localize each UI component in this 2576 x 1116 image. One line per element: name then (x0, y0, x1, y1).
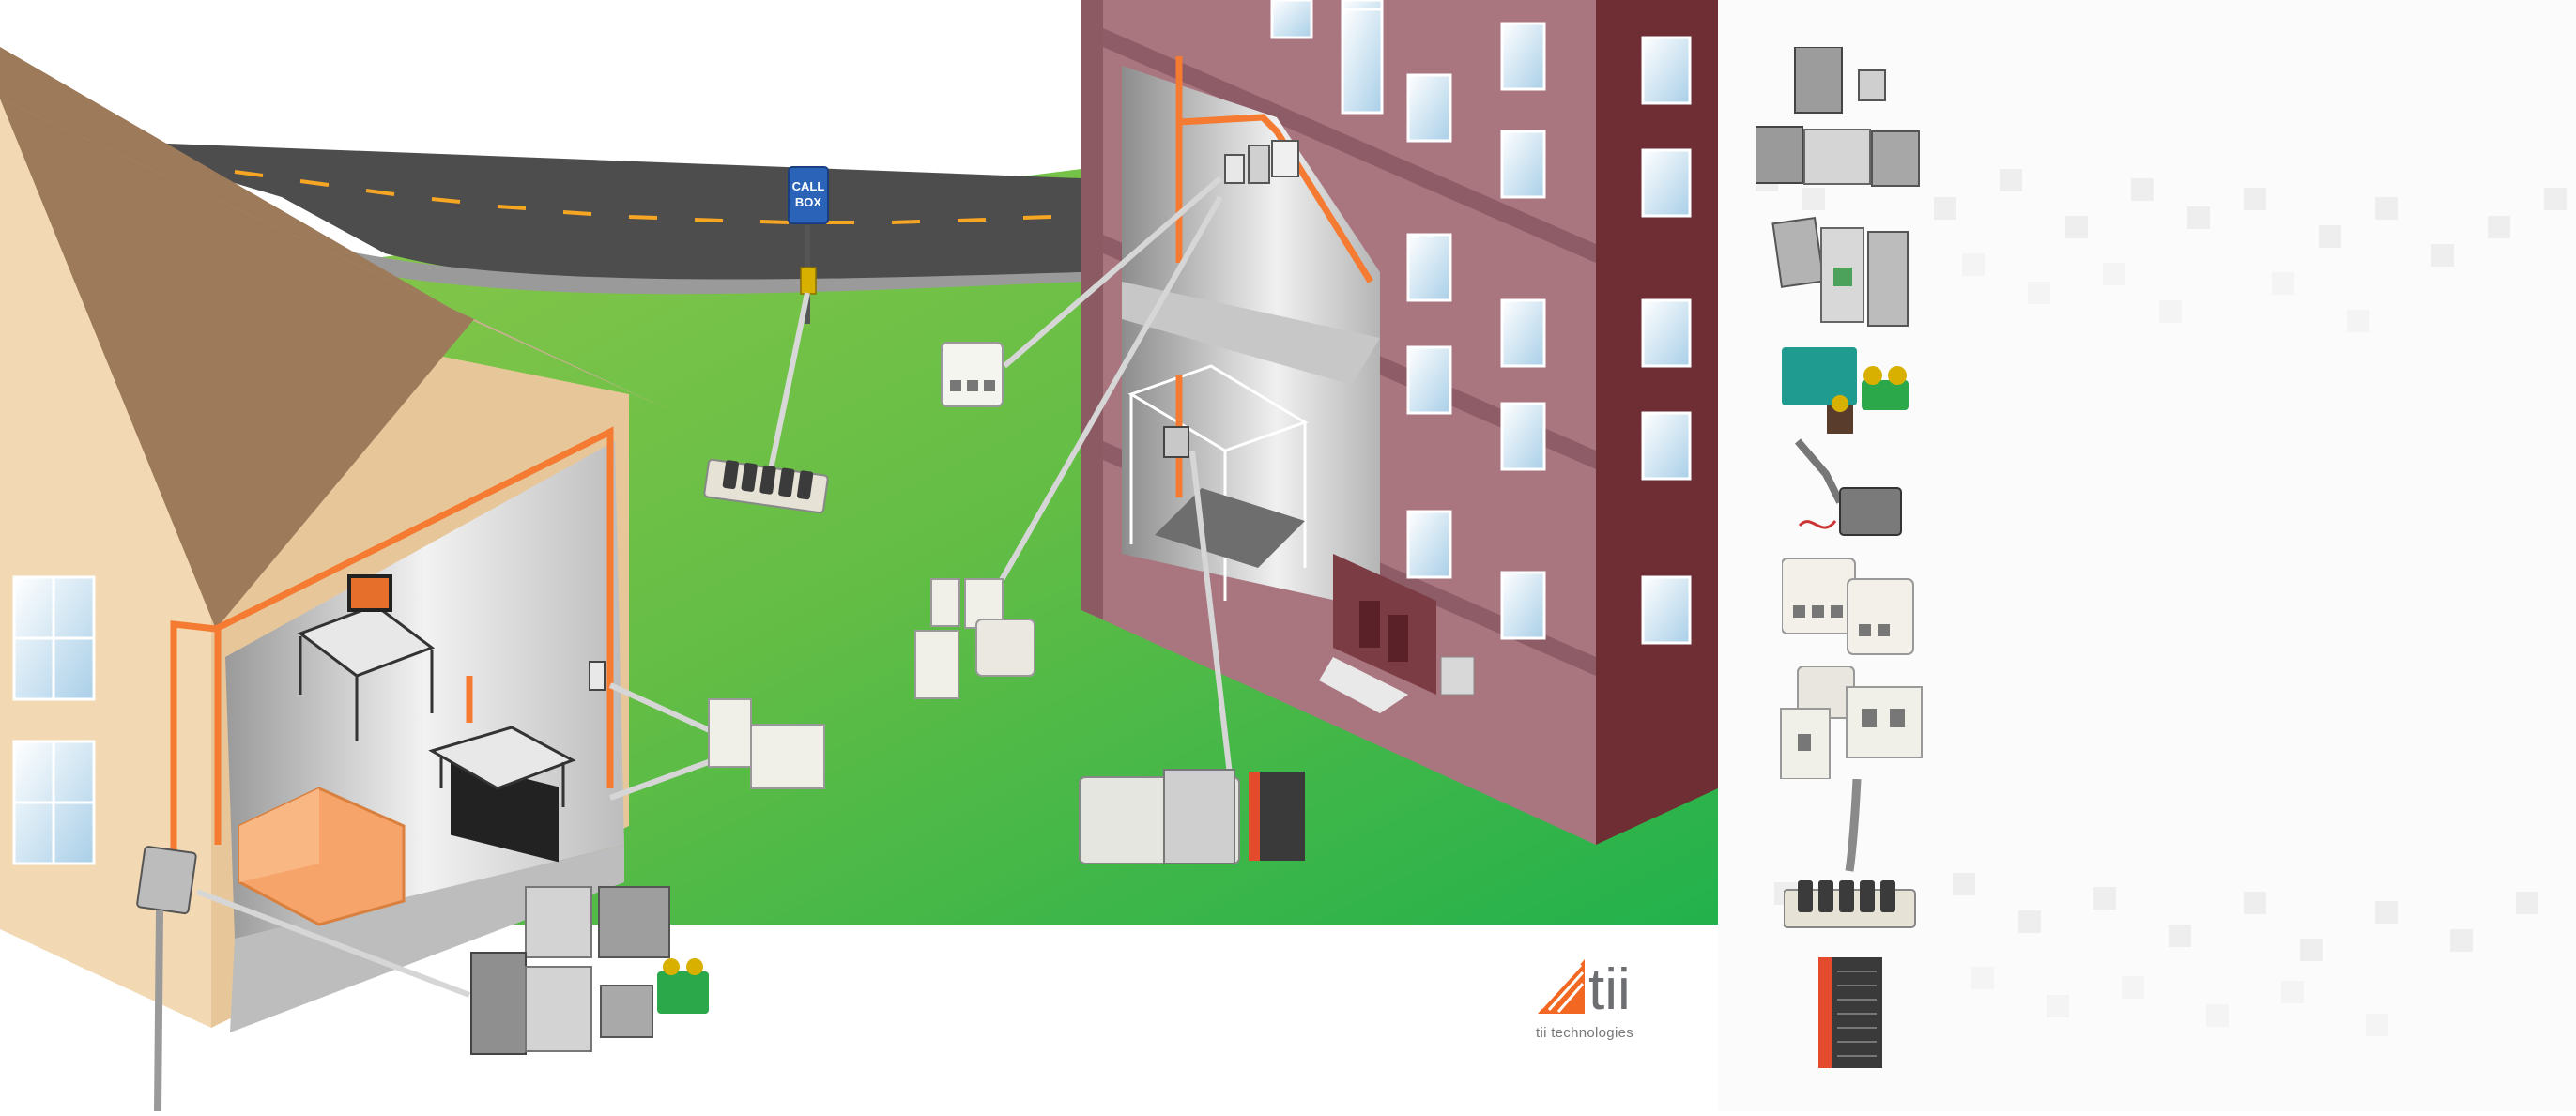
call-box-label-line2: BOX (795, 195, 822, 209)
call-box-label-line1: CALL (792, 179, 825, 193)
sofa (238, 787, 406, 926)
tii-wordmark: tii (1588, 957, 1631, 1022)
network-interface-enclosures-thumb (1756, 47, 1920, 187)
computer-desk (297, 574, 436, 741)
house-wiring (170, 426, 614, 864)
tv-stand (428, 726, 576, 863)
callbox-drop-wire (767, 292, 810, 475)
protector-block-scene (703, 458, 829, 514)
drop-wires (195, 176, 1233, 998)
curb (282, 235, 1081, 295)
surge-protector-modules-thumb (1782, 347, 1909, 434)
wall-jacks-house (708, 698, 825, 789)
building-wall-devices (1163, 140, 1299, 458)
building-terminal-enclosure (1079, 769, 1305, 864)
building-entrance (1319, 554, 1475, 713)
punch-down-block-thumb (1818, 957, 1882, 1068)
surface-mount-jack-scene (941, 342, 1004, 407)
wall-plate-jacks-thumb (1780, 666, 1923, 779)
tii-company-name: tii technologies (1536, 1025, 1634, 1041)
tii-logo-mark (1538, 959, 1585, 1014)
house-network-interface-device (136, 846, 197, 1111)
house (0, 47, 676, 1111)
protector-block-thumb (1784, 880, 1916, 928)
surface-mount-jacks-thumb (1782, 558, 1914, 655)
open-nid-units-thumb (1771, 217, 1909, 327)
products-panel (1718, 0, 2576, 1111)
house-enclosures-cluster (470, 886, 709, 1055)
drop-cable-thumb (1845, 779, 1862, 872)
apartment-building (1081, 0, 1718, 845)
drop-wire-clamp-thumb (1794, 438, 1902, 536)
wall-phone (589, 661, 606, 691)
network-installation-illustration: CALL BOX (0, 0, 1718, 1111)
wall-jacks-scene (914, 578, 1035, 699)
